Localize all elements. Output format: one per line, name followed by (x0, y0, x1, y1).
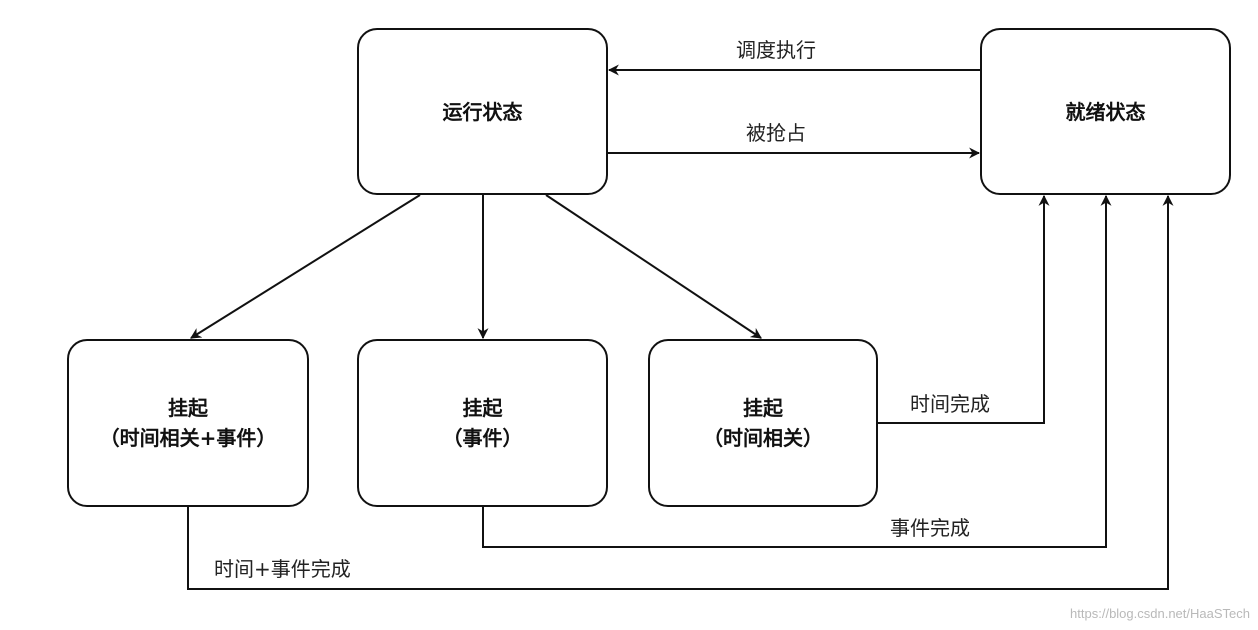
edge-label-time-done: 时间完成 (910, 392, 990, 416)
node-suspend-event: 挂起 （事件） (357, 339, 608, 507)
arrow-running-to-suspend-time (545, 194, 762, 339)
node-suspend-event-line1: 挂起 (462, 396, 503, 420)
watermark-url: https://blog.csdn.net/HaaSTech (1070, 606, 1250, 621)
edge-label-schedule-run: 调度执行 (736, 38, 816, 62)
edge-label-time-event-done: 时间+事件完成 (214, 557, 351, 581)
node-ready-state-label: 就绪状态 (1065, 99, 1146, 124)
edge-label-event-done: 事件完成 (890, 516, 970, 540)
node-suspend-event-line2: （事件） (442, 426, 523, 450)
arrow-suspend-time-to-ready (878, 194, 1050, 424)
arrow-suspend-time-event-to-ready (187, 194, 1174, 590)
arrow-running-to-suspend-time-event (190, 194, 421, 339)
node-running-state: 运行状态 (357, 28, 608, 195)
node-suspend-time-line2: （时间相关） (703, 426, 823, 450)
node-suspend-time: 挂起 （时间相关） (648, 339, 878, 507)
arrow-suspend-event-to-ready (482, 194, 1112, 548)
node-suspend-time-event-line2: （时间相关+事件） (99, 426, 277, 450)
node-suspend-time-line1: 挂起 (743, 396, 783, 420)
edge-label-preempted: 被抢占 (746, 121, 806, 145)
node-running-state-label: 运行状态 (442, 99, 523, 124)
node-suspend-time-event: 挂起 （时间相关+事件） (67, 339, 309, 507)
node-suspend-time-event-line1: 挂起 (168, 396, 208, 420)
node-ready-state: 就绪状态 (980, 28, 1231, 195)
